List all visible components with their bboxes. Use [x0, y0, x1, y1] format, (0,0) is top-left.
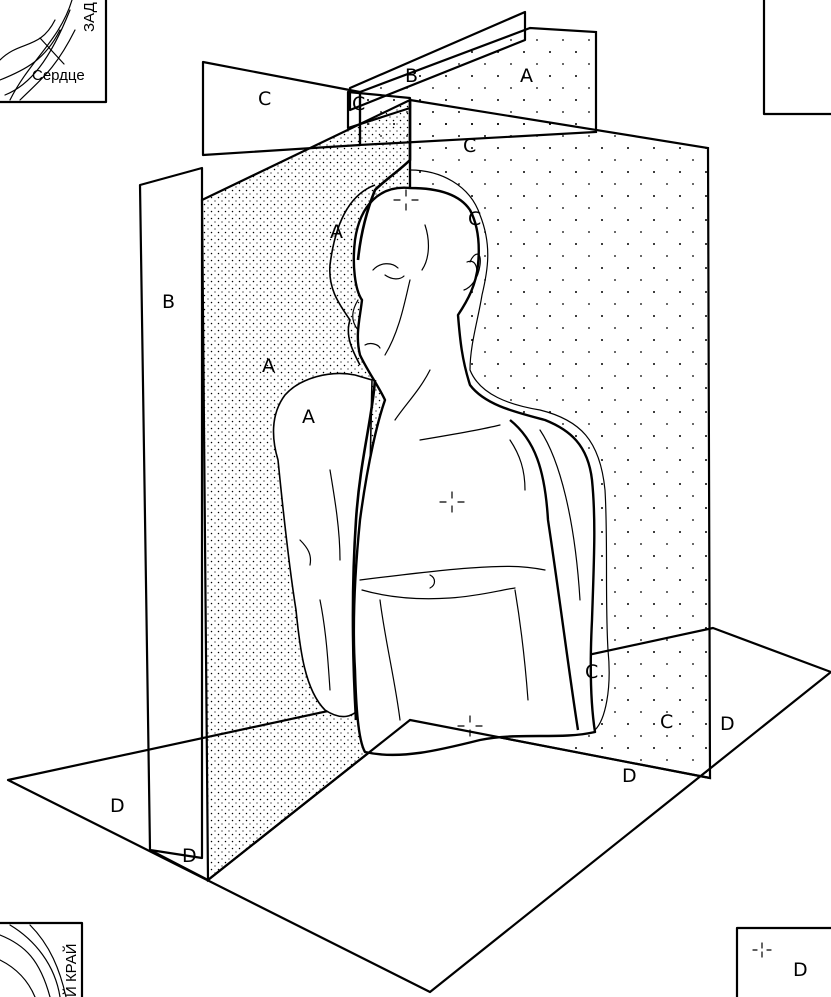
sagittal-plane-b: [140, 168, 202, 858]
label-d-left: D: [110, 795, 125, 817]
fragment-top-left: Сердце ЗАД: [0, 0, 106, 102]
fragment-bottom-right: D: [737, 928, 831, 997]
label-a-shoulder: A: [302, 406, 315, 428]
label-d-corner: D: [182, 845, 197, 867]
label-c-right-edge: C: [660, 711, 673, 733]
edge-label-fragment: Й КРАЙ: [62, 944, 80, 997]
label-a-left: A: [262, 355, 275, 377]
label-b-left: B: [162, 291, 175, 313]
label-a-top: A: [520, 65, 533, 87]
label-a-face: A: [330, 221, 343, 243]
label-c-top: C: [463, 135, 476, 157]
back-label-fragment: ЗАД: [81, 2, 98, 32]
label-c-back-mid: C: [352, 93, 365, 115]
label-c-right-low: C: [585, 661, 598, 683]
label-d-right: D: [720, 713, 735, 735]
heart-label: Сердце: [32, 67, 85, 84]
label-b-top: B: [405, 65, 418, 87]
fragment-bottom-left: Й КРАЙ: [0, 923, 82, 997]
label-c-head: C: [468, 208, 481, 230]
label-c-back-left: C: [258, 88, 271, 110]
corner-d-fragment: D: [793, 959, 808, 981]
fragment-top-right: [764, 0, 831, 114]
label-d-front: D: [622, 765, 637, 787]
